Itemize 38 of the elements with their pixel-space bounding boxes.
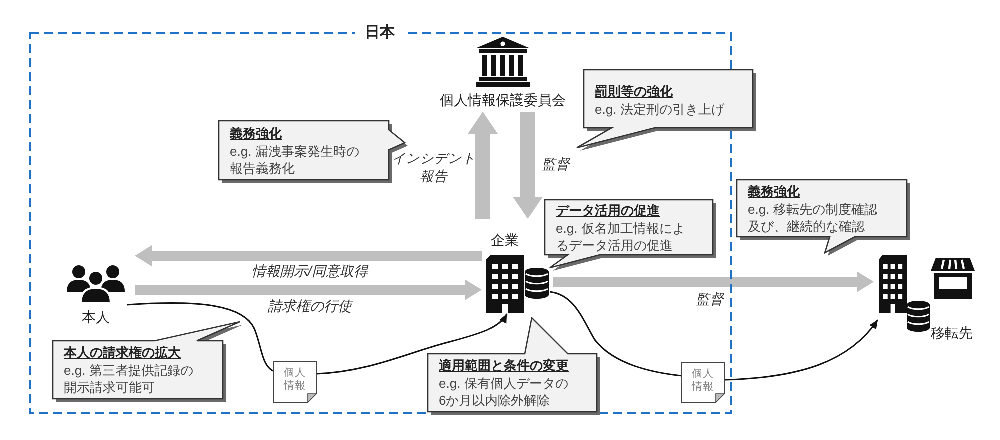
node-label: 本人	[82, 308, 110, 326]
edge-label: 請求権の行使	[268, 297, 352, 315]
block-arrow	[513, 112, 543, 219]
callout-text: e.g. 法定刑の引き上げ	[595, 100, 724, 118]
block-arrow	[135, 246, 482, 266]
callout-heading: 罰則等の強化	[595, 83, 673, 100]
callout-text: e.g. 仮名加工情報によるデータ活用の促進	[556, 220, 686, 254]
callout-box	[544, 199, 717, 272]
callout-box	[427, 317, 601, 416]
callout-heading: データ活用の促進	[556, 202, 660, 220]
callout-heading: 適用範囲と条件の変更	[439, 357, 569, 374]
callout-heading: 義務強化	[748, 183, 800, 200]
callout-box	[736, 179, 911, 257]
document-sheet: 個人情報	[681, 362, 725, 403]
curved-arrow	[724, 320, 879, 381]
connector-line	[126, 302, 274, 372]
document-sheet: 個人情報	[273, 361, 317, 403]
node-label: 企業	[491, 231, 519, 249]
callout-box	[218, 120, 409, 184]
callout-text: e.g. 保有個人データの6か月以内除外解除	[439, 374, 570, 410]
edge-label: 監督	[696, 290, 724, 308]
edge-label: 監督	[542, 155, 570, 173]
callout-text: e.g. 第三者提供記録の開示請求可能可	[64, 362, 194, 396]
edge-label: 情報開示/同意取得	[252, 262, 368, 280]
block-arrow	[135, 280, 482, 300]
callout-text: e.g. 移転先の制度確認及び、継続的な確認	[748, 200, 878, 236]
region-title: 日本	[355, 23, 405, 42]
callout-box	[576, 69, 757, 152]
callout-heading: 本人の請求権の拡大	[64, 344, 181, 362]
block-arrow	[468, 112, 498, 219]
node-label: 移転先	[931, 324, 973, 342]
connector-line	[550, 291, 682, 377]
block-arrow	[553, 272, 874, 292]
node-label: 個人情報保護委員会	[440, 91, 566, 109]
callout-heading: 義務強化	[230, 125, 282, 142]
callout-text: e.g. 漏洩事案発生時の報告義務化	[230, 142, 360, 178]
curved-arrow	[316, 314, 508, 375]
edge-label: インシデント報告	[391, 150, 477, 186]
